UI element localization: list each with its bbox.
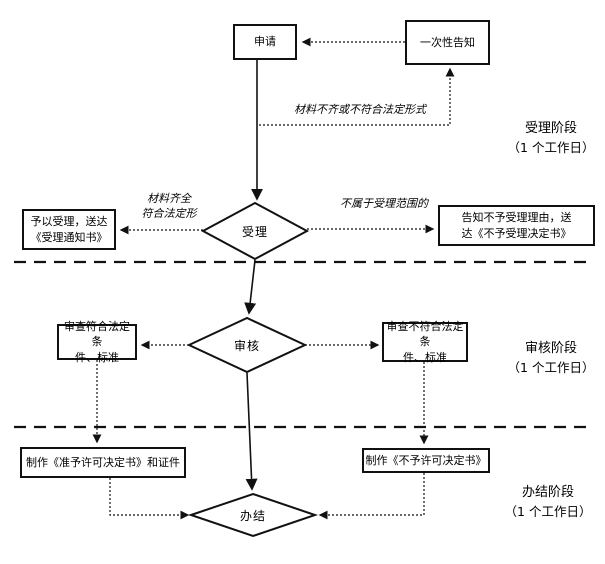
- accept-granted-line1: 予以受理，送达: [30, 215, 108, 229]
- review-pass-line1: 审查符合法定条: [64, 319, 130, 349]
- review-pass-line2: 件、标准: [75, 350, 119, 364]
- apply-label: 申请: [254, 35, 276, 49]
- arrow-accept-to-review: [244, 259, 257, 315]
- accept-denied-box: 告知不予受理理由，送 达《不予受理决定书》: [438, 205, 595, 246]
- arrow-denial-to-close: [318, 473, 425, 520]
- stage-review-duration: （1 个工作日）: [507, 359, 595, 375]
- decision-diamonds: [186, 201, 319, 538]
- stage-label-close: 办结阶段 （1 个工作日）: [497, 484, 599, 521]
- accept-denied-line2: 达《不予受理决定书》: [461, 226, 572, 240]
- annotation-materials-complete: 材料齐全 符合法定形: [132, 192, 206, 222]
- stage-review-name: 审核阶段: [524, 341, 577, 356]
- review-diamond: [186, 316, 308, 374]
- review-diamond-label: 审核: [233, 339, 260, 353]
- annotation-not-in-scope: 不属于受理范围的: [340, 197, 428, 210]
- arrow-permit-to-close: [109, 478, 190, 520]
- make-denial-label: 制作《不予许可决定书》: [365, 453, 487, 467]
- one-time-notify-label: 一次性告知: [420, 35, 475, 49]
- one-time-notify-box: 一次性告知: [405, 20, 490, 65]
- accept-denied-line1: 告知不予受理理由，送: [461, 211, 572, 225]
- accept-granted-line2: 《受理通知书》: [30, 230, 108, 244]
- review-pass-box: 审查符合法定条 件、标准: [57, 320, 137, 364]
- review-fail-box: 审查不符合法定条 件、标准: [382, 319, 468, 364]
- annotation-materials-incomplete: 材料不齐或不符合法定形式: [294, 103, 426, 116]
- review-fail-line2: 件、标准: [403, 350, 447, 364]
- make-permit-label: 制作《准予许可决定书》和证件: [26, 455, 180, 469]
- dotted-arrows: [92, 37, 455, 520]
- make-permit-box: 制作《准予许可决定书》和证件: [20, 447, 186, 478]
- arrow-feedback-to-notify: [259, 67, 455, 126]
- stage-label-accept: 受理阶段 （1 个工作日）: [500, 120, 602, 157]
- stage-label-review: 审核阶段 （1 个工作日）: [500, 340, 602, 377]
- review-fail-line1: 审查不符合法定条: [386, 319, 464, 349]
- accept-diamond: [200, 201, 310, 261]
- accept-diamond-label: 受理: [241, 225, 268, 239]
- stage-accept-duration: （1 个工作日）: [507, 139, 595, 155]
- stage-accept-name: 受理阶段: [524, 121, 577, 136]
- make-denial-box: 制作《不予许可决定书》: [362, 448, 490, 473]
- stage-close-name: 办结阶段: [521, 485, 574, 500]
- stage-close-duration: （1 个工作日）: [504, 503, 592, 519]
- accept-granted-box: 予以受理，送达 《受理通知书》: [22, 209, 116, 250]
- close-diamond: [187, 492, 319, 538]
- solid-arrows: [244, 60, 263, 491]
- annotation-materials-complete-line1: 材料齐全: [147, 192, 191, 205]
- arrow-review-to-close: [245, 372, 258, 491]
- apply-box: 申请: [233, 24, 297, 60]
- close-diamond-label: 办结: [239, 509, 266, 523]
- annotation-materials-complete-line2: 符合法定形: [141, 206, 197, 220]
